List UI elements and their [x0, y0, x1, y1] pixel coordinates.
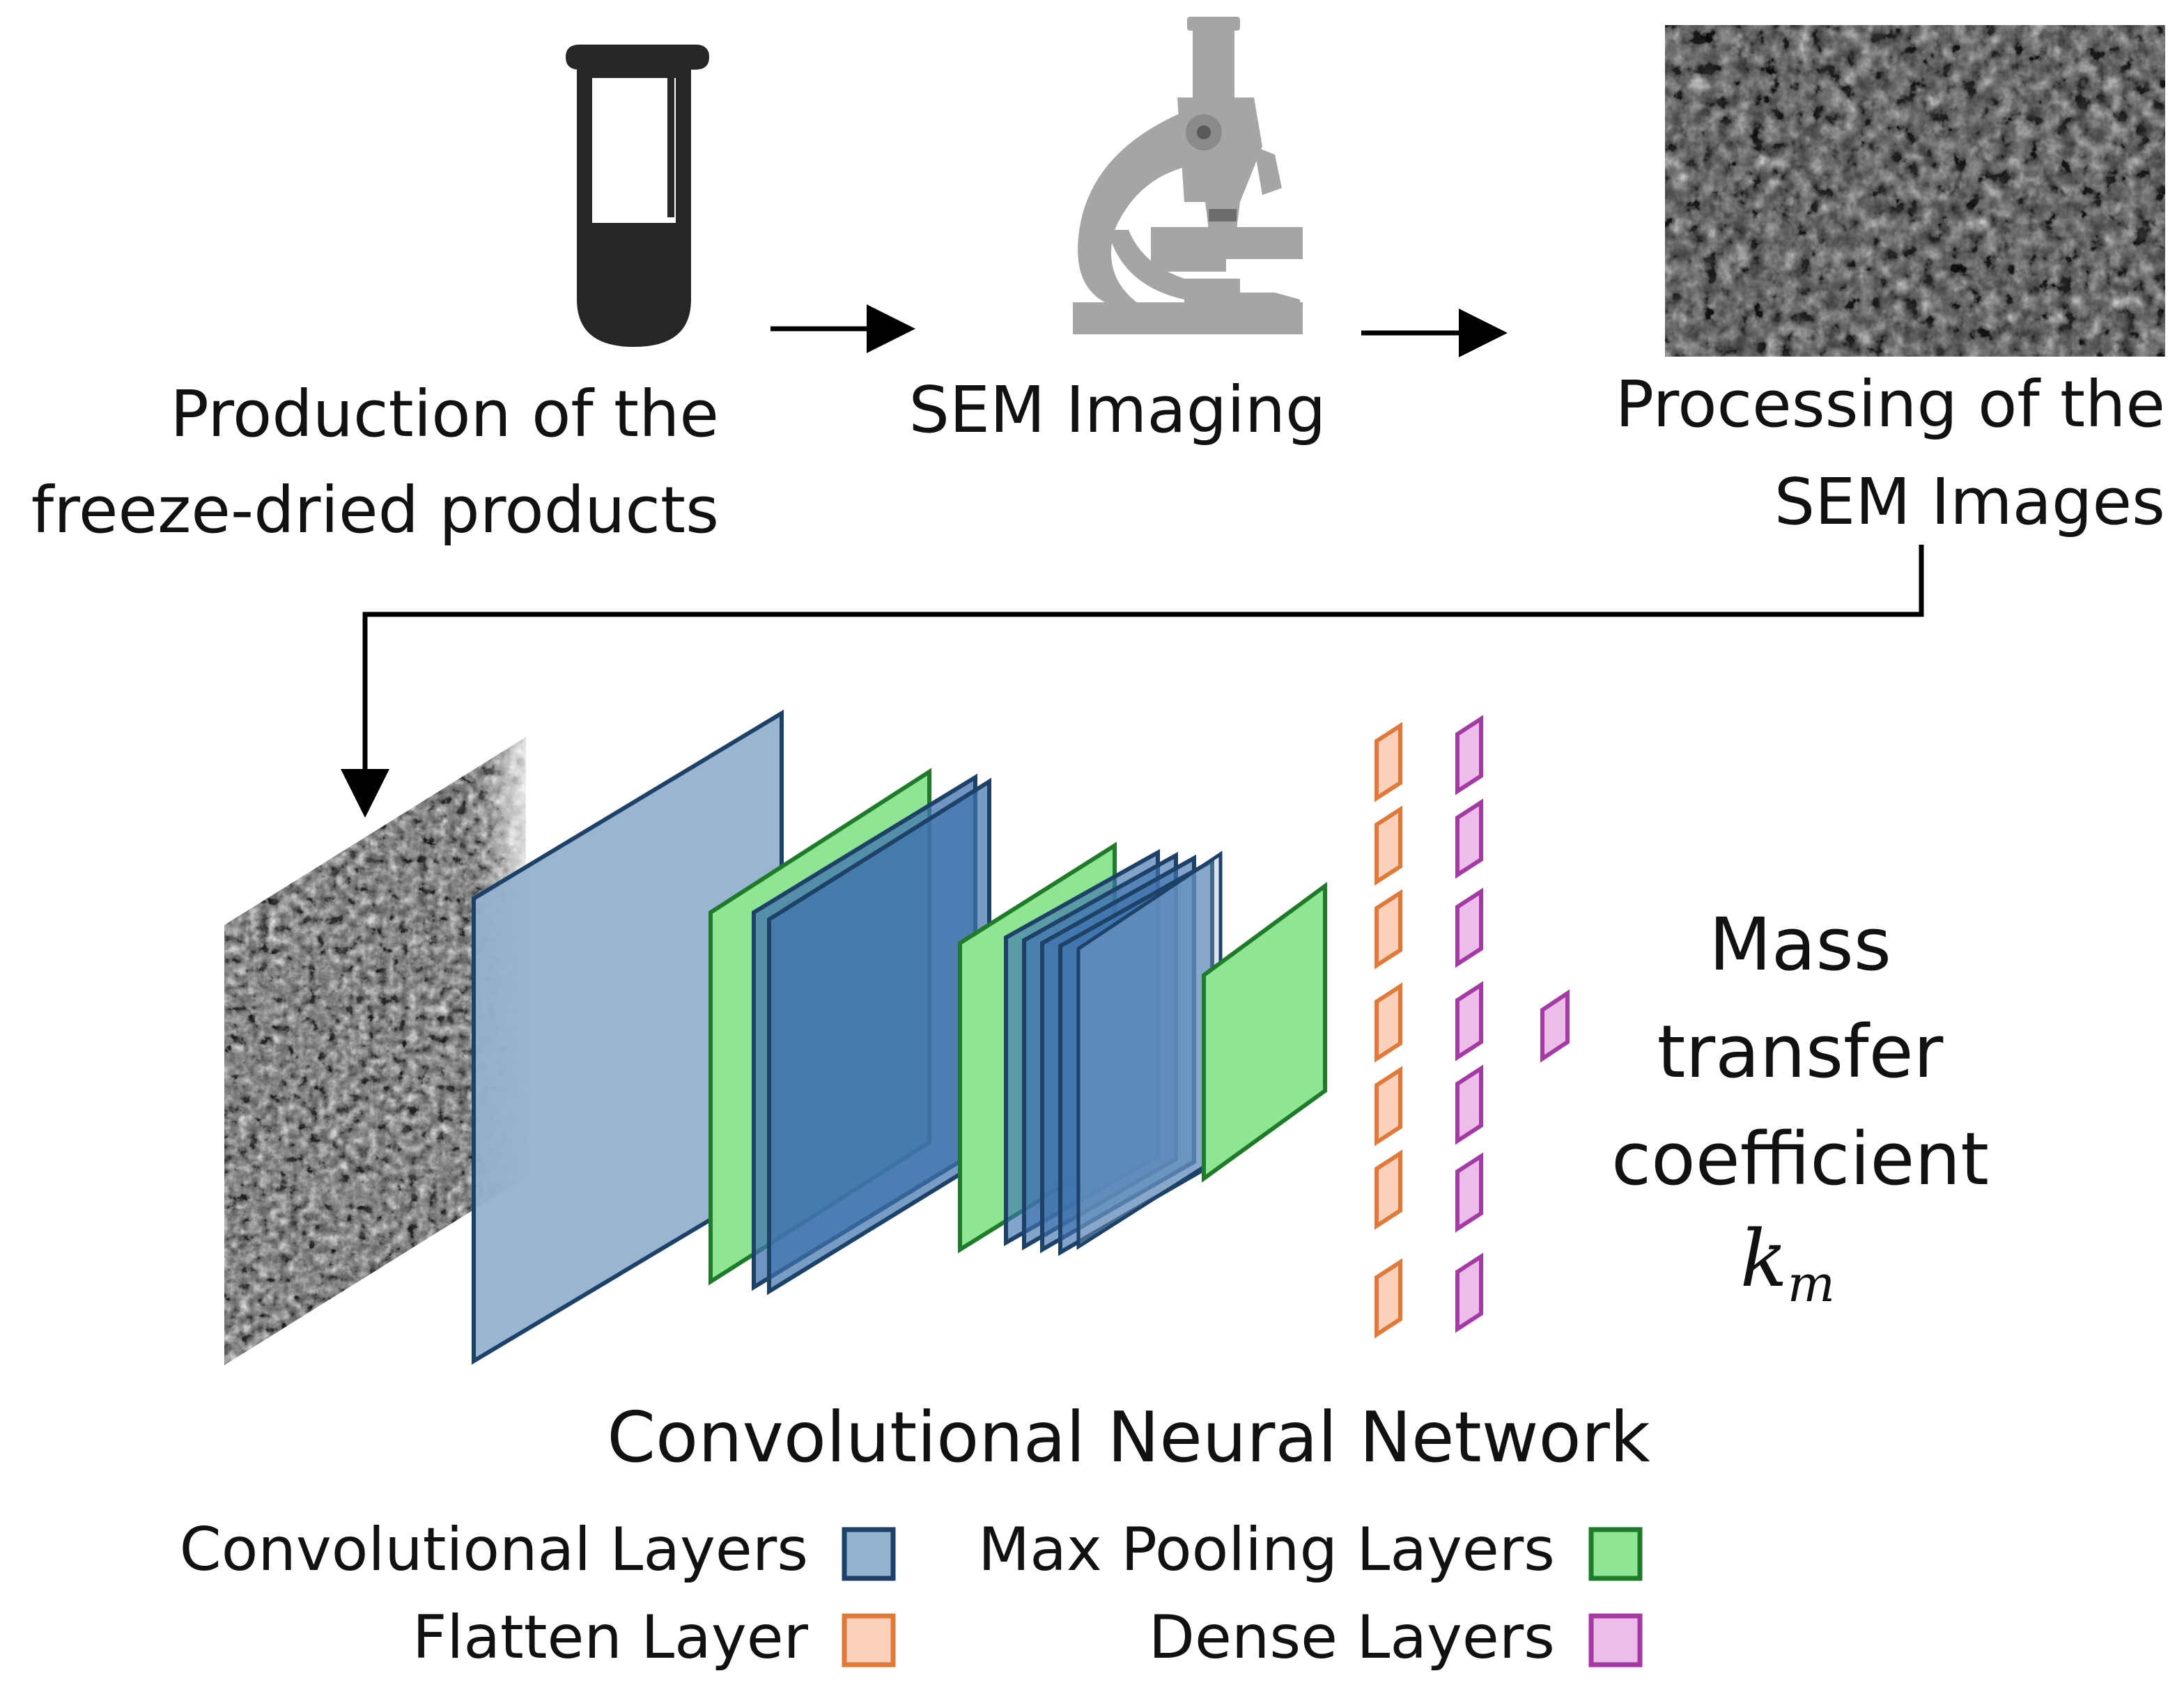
sem-image	[1665, 25, 2165, 357]
output-label-line1: Mass	[1709, 902, 1891, 987]
network-title: Convolutional Neural Network	[607, 1397, 1650, 1478]
sem-imaging-label: SEM Imaging	[909, 373, 1326, 447]
dense-node	[1455, 887, 1483, 968]
dense-layer-1	[1455, 715, 1483, 1333]
dense-node	[1455, 1064, 1483, 1145]
production-label-line1: Production of the	[170, 377, 719, 451]
microscope-icon	[1073, 17, 1303, 334]
legend: Convolutional Layers Max Pooling Layers …	[180, 1515, 1643, 1672]
dense-node	[1455, 798, 1483, 879]
legend-swatch-flatten	[842, 1613, 896, 1667]
legend-label-pool: Max Pooling Layers	[978, 1515, 1555, 1585]
flatten-node	[1374, 805, 1402, 886]
legend-label-flatten: Flatten Layer	[412, 1603, 809, 1672]
flatten-node	[1374, 982, 1402, 1063]
processing-label-line1: Processing of the	[1616, 367, 2165, 442]
flatten-node	[1374, 1066, 1402, 1146]
dense-output-node	[1540, 989, 1570, 1063]
flatten-node	[1374, 1149, 1402, 1230]
dense-node	[1455, 1152, 1483, 1233]
output-label-line3: coefficient	[1611, 1117, 1989, 1202]
flatten-layer	[1374, 722, 1402, 1339]
arrow-processing-to-cnn	[341, 545, 1924, 818]
dense-node	[1455, 715, 1483, 795]
pool-layer-3	[1202, 882, 1327, 1183]
dense-node	[1455, 1252, 1483, 1333]
output-label-line2: transfer	[1657, 1009, 1944, 1094]
test-tube-icon	[566, 45, 709, 347]
flatten-node	[1374, 1258, 1402, 1339]
flatten-node	[1374, 889, 1402, 970]
production-label-line2: freeze-dried products	[31, 473, 719, 547]
legend-label-dense: Dense Layers	[1149, 1603, 1555, 1672]
processing-label-line2: SEM Images	[1774, 465, 2165, 539]
flatten-node	[1374, 722, 1402, 802]
output-symbol: km	[1740, 1214, 1835, 1313]
legend-swatch-dense	[1588, 1613, 1643, 1667]
legend-swatch-pool	[1588, 1527, 1643, 1581]
legend-swatch-conv	[842, 1527, 896, 1581]
legend-label-conv: Convolutional Layers	[180, 1515, 808, 1585]
dense-node	[1455, 981, 1483, 1062]
